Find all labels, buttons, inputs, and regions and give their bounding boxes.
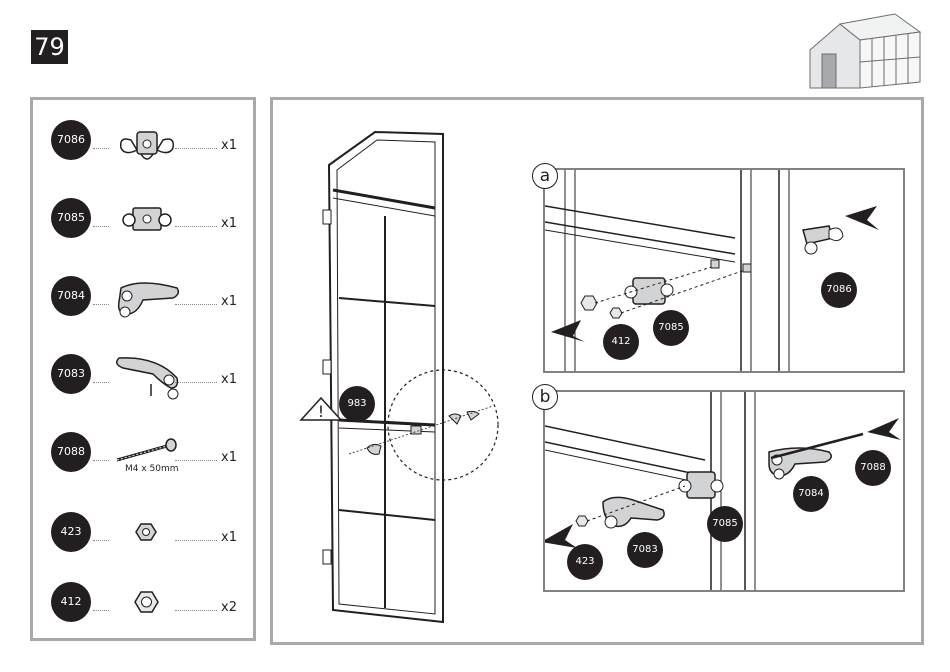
detail-a-box: 412 7085 7086 — [543, 168, 905, 373]
leader-dots — [175, 460, 217, 461]
detail-a-callout: 412 — [603, 324, 639, 360]
part-qty: x2 — [221, 600, 237, 615]
part-qty: x1 — [221, 450, 237, 465]
part-row: 7088 x1 — [33, 430, 253, 490]
leader-dots — [175, 226, 217, 227]
part-qty: x1 — [221, 372, 237, 387]
leader-dots — [93, 460, 109, 461]
handle-right-icon — [111, 352, 183, 402]
detail-b-callout: 7084 — [793, 476, 829, 512]
part-badge: 7084 — [51, 276, 91, 316]
leader-dots — [93, 540, 109, 541]
part-badge: 423 — [51, 512, 91, 552]
leader-dots — [93, 382, 109, 383]
part-row: 7084 x1 — [33, 274, 253, 334]
detail-b-callout: 7083 — [627, 532, 663, 568]
door-frame-drawing: ! — [293, 120, 513, 630]
leader-dots — [93, 304, 109, 305]
leader-dots — [175, 148, 217, 149]
door-part-callout: 983 — [339, 386, 375, 422]
detail-b-box: 423 7083 7085 7084 7088 — [543, 390, 905, 592]
part-row: 7083 x1 — [33, 352, 253, 412]
leader-dots — [175, 382, 217, 383]
detail-b-callout: 7085 — [707, 506, 743, 542]
part-badge: 412 — [51, 582, 91, 622]
detail-b-callout: 423 — [567, 544, 603, 580]
part-qty: x1 — [221, 216, 237, 231]
part-badge: 7083 — [51, 354, 91, 394]
greenhouse-thumbnail-icon — [800, 10, 930, 92]
handle-left-icon — [111, 274, 183, 324]
part-row: 423 x1 — [33, 510, 253, 570]
part-badge: 7088 — [51, 432, 91, 472]
leader-dots — [175, 540, 217, 541]
detail-a-callout: 7086 — [821, 272, 857, 308]
part-badge: 7085 — [51, 198, 91, 238]
parts-list-panel: 7086 x1 7085 x1 7084 — [30, 97, 256, 641]
step-number: 79 — [31, 30, 68, 64]
wing-clip-icon — [111, 118, 183, 168]
part-qty: x1 — [221, 138, 237, 153]
part-row: 412 x2 — [33, 580, 253, 640]
lock-nut-icon — [111, 510, 183, 560]
detail-a-drawing — [545, 170, 903, 371]
hex-nut-icon — [111, 580, 183, 630]
leader-dots — [93, 226, 109, 227]
leader-dots — [93, 610, 109, 611]
part-row: 7085 x1 — [33, 196, 253, 256]
part-qty: x1 — [221, 294, 237, 309]
bracket-icon — [111, 196, 183, 246]
part-badge: 7086 — [51, 120, 91, 160]
part-row: 7086 x1 — [33, 118, 253, 178]
detail-b-callout: 7088 — [855, 450, 891, 486]
part-qty: x1 — [221, 530, 237, 545]
leader-dots — [175, 610, 217, 611]
leader-dots — [93, 148, 109, 149]
bolt-size-label: M4 x 50mm — [125, 464, 179, 474]
warning-icon: ! — [318, 402, 324, 421]
assembly-panel: ! 983 412 — [270, 97, 924, 645]
detail-b-label: b — [532, 384, 558, 410]
detail-a-label: a — [532, 163, 558, 189]
leader-dots — [175, 304, 217, 305]
detail-a-callout: 7085 — [653, 310, 689, 346]
